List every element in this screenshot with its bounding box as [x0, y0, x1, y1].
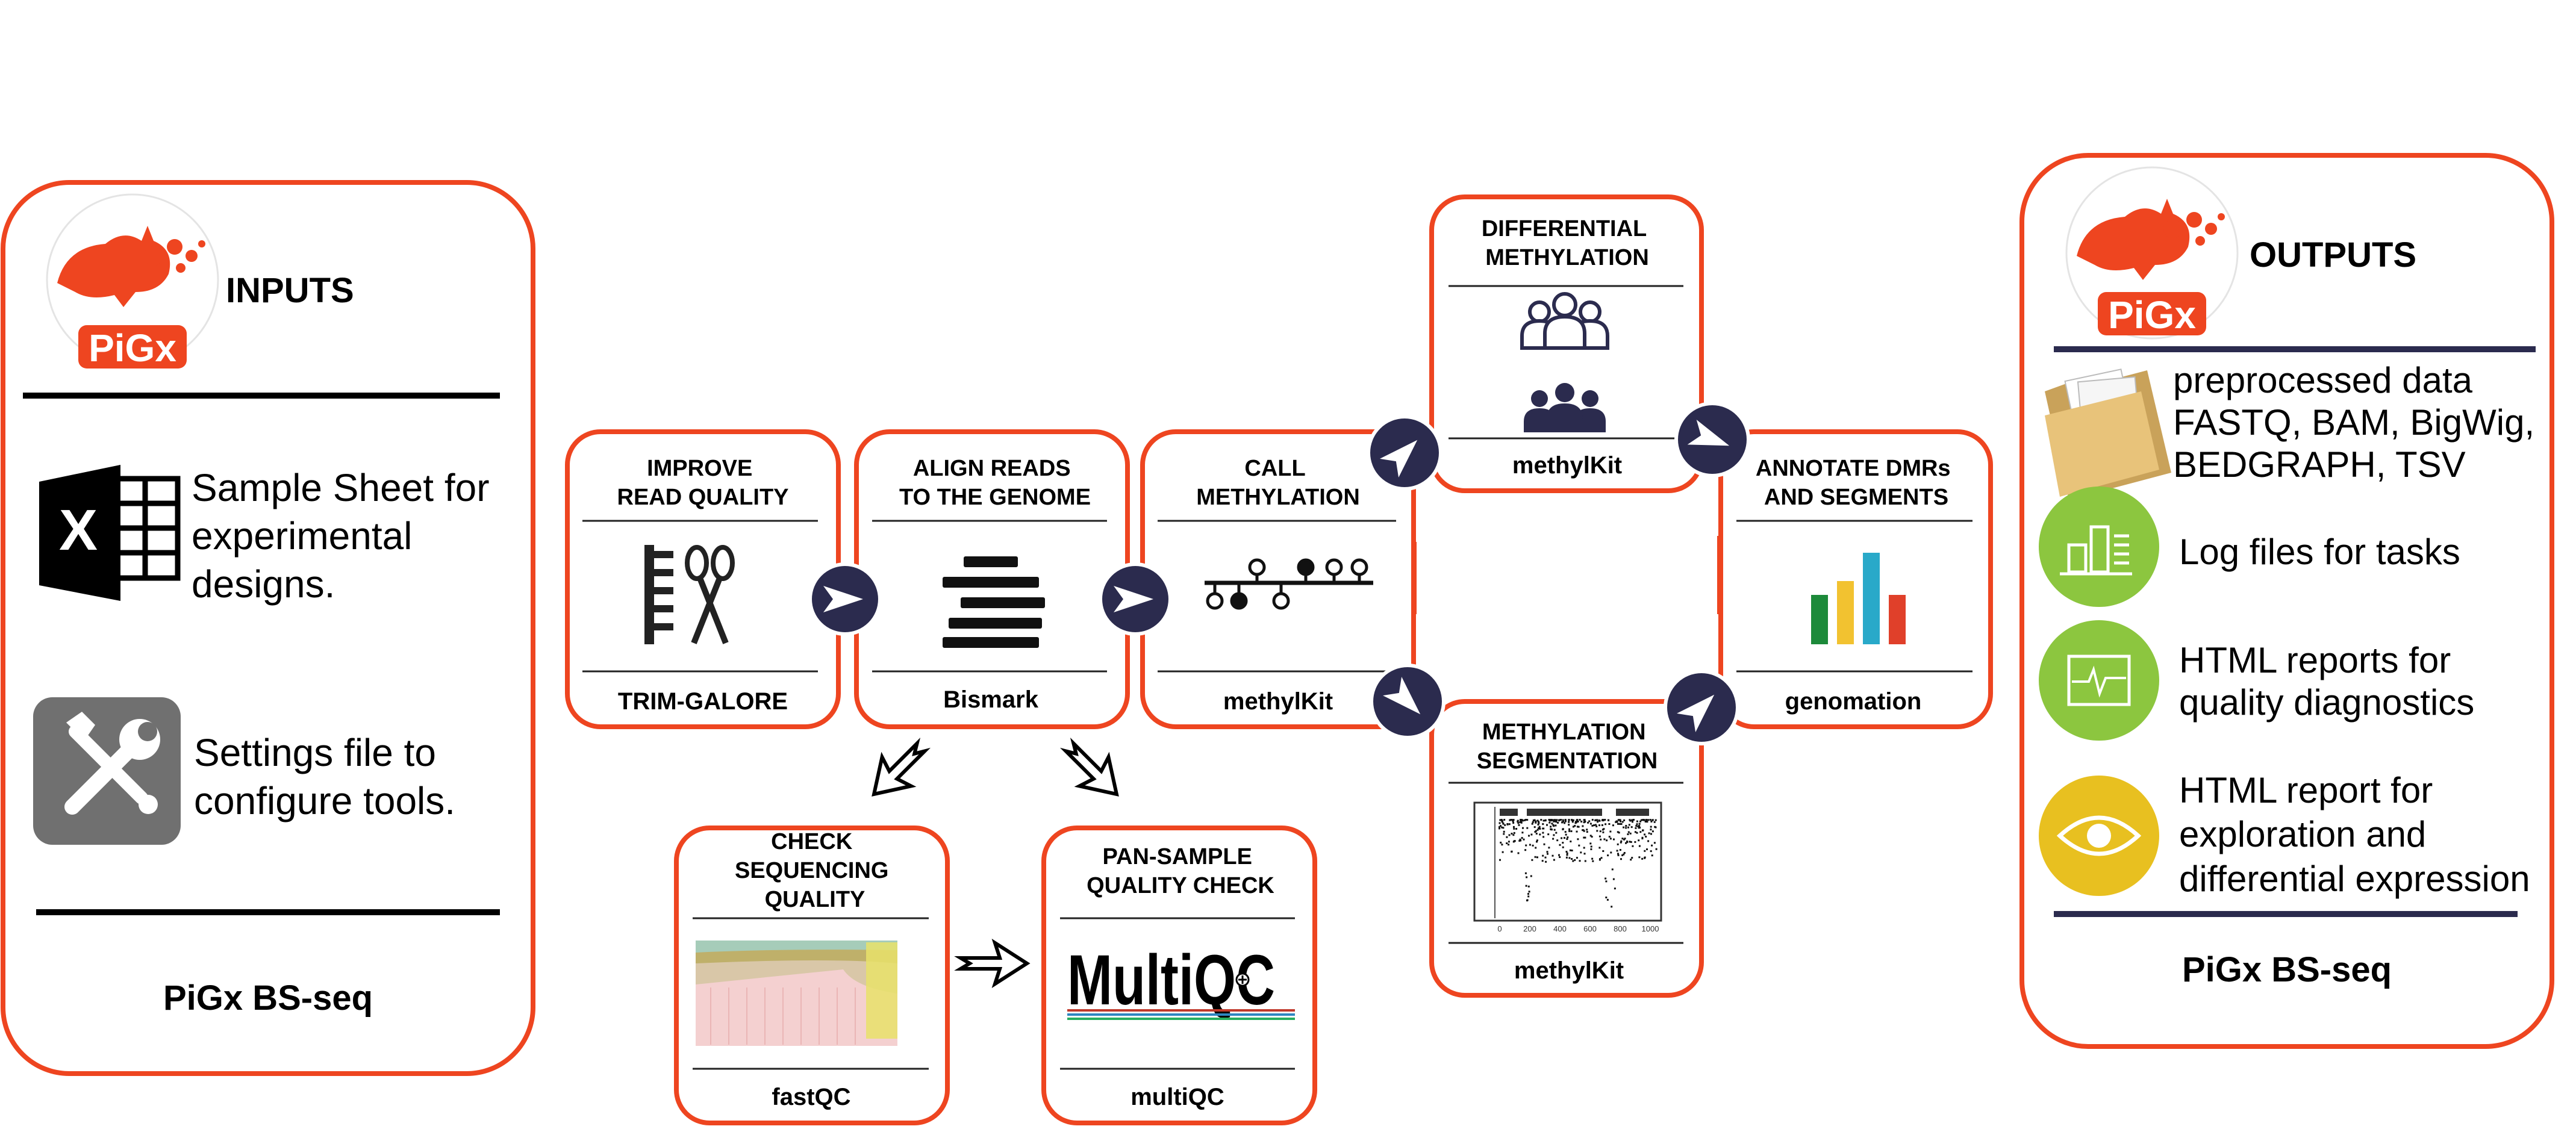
step-annotate-dmrs: ANNOTATE DMRs AND SEGMENTS genomation: [1718, 429, 1993, 729]
aligned-reads-icon: [943, 556, 1045, 648]
output-item-quality-reports: HTML reports for quality diagnostics: [2179, 638, 2474, 723]
segmentation-plot-icon: 0 200 400 600 800 1000: [1473, 801, 1662, 933]
step-title: CALL METHYLATION: [1196, 456, 1360, 510]
step-title: CHECK SEQUENCING QUALITY: [735, 829, 895, 912]
eye-icon: [2039, 776, 2159, 896]
groups-icon: [1520, 292, 1609, 432]
scissors-comb-icon: [644, 545, 735, 644]
svg-text:800: 800: [1614, 924, 1627, 933]
step-tool: Bismark: [943, 686, 1039, 713]
outputs-panel: PiGx OUTPUTS preprocessed data FASTQ, BA…: [2019, 153, 2554, 1049]
step-tool: TRIM-GALORE: [618, 688, 788, 715]
step-title: PAN-SAMPLE QUALITY CHECK: [1087, 844, 1274, 898]
outline-arrow-to-fastqc: [872, 737, 931, 797]
pigx-logo-inputs: PiGx: [46, 193, 219, 370]
output-item-preprocessed-data: preprocessed data FASTQ, BAM, BigWig, BE…: [2173, 358, 2545, 485]
flow-arrow-seg-to-annot: [1664, 670, 1739, 745]
output-item-log-files: Log files for tasks: [2179, 532, 2460, 572]
inputs-footer: PiGx BS-seq: [163, 978, 373, 1018]
methylation-lollipop-icon: [1205, 558, 1373, 610]
input-item-sample-sheet: Sample Sheet for experimental designs.: [192, 466, 500, 606]
step-tool: methylKit: [1223, 688, 1333, 715]
multiqc-logo: MultiQC: [1067, 941, 1295, 1020]
flow-arrow-call-to-diff: [1367, 415, 1442, 491]
step-tool: methylKit: [1512, 452, 1622, 479]
log-files-icon: [2039, 487, 2159, 607]
step-improve-read-quality: IMPROVE READ QUALITY TRIM-GALORE: [565, 429, 841, 729]
svg-text:X: X: [59, 498, 98, 562]
tools-icon: [33, 697, 181, 845]
quality-report-icon: [2039, 620, 2159, 741]
connectors: [1412, 536, 1722, 614]
step-align-reads: ALIGN READS TO THE GENOME Bismark: [854, 429, 1130, 729]
outline-arrow-to-multiqc: [1059, 737, 1119, 797]
step-call-methylation: CALL METHYLATION methylKit: [1140, 429, 1416, 729]
step-title: ALIGN READS TO THE GENOME: [899, 456, 1091, 510]
inputs-frame: [1, 180, 535, 1076]
outputs-footer: PiGx BS-seq: [2182, 950, 2392, 989]
svg-text:200: 200: [1523, 924, 1536, 933]
step-title: METHYLATION SEGMENTATION: [1477, 720, 1658, 774]
pigx-logo-outputs: PiGx: [2065, 166, 2239, 340]
step-differential-methylation: DIFFERENTIAL METHYLATION meth: [1429, 194, 1704, 493]
step-methylation-segmentation: METHYLATION SEGMENTATION 0 200 400 600 8…: [1429, 699, 1704, 998]
inputs-panel: PiGx INPUTS X Sample Sheet for experimen…: [1, 180, 535, 1076]
bar-chart-icon: [1811, 553, 1906, 644]
flow-arrow-call-to-seg: [1370, 664, 1445, 739]
svg-text:0: 0: [1497, 924, 1502, 933]
flow-arrow-align-to-call: [1099, 562, 1172, 636]
pigx-logo-text: PiGx: [2108, 293, 2196, 337]
output-item-exploration-report: HTML report for exploration and differen…: [2179, 768, 2530, 899]
step-tool: multiQC: [1131, 1084, 1224, 1110]
step-pan-sample-quality-check: PAN-SAMPLE QUALITY CHECK MultiQC multiQC: [1041, 826, 1317, 1125]
flow-arrow-trim-to-align: [808, 562, 882, 636]
svg-text:1000: 1000: [1642, 924, 1659, 933]
outputs-heading: OUTPUTS: [2250, 235, 2416, 275]
folder-icon: [2045, 368, 2171, 500]
step-title: ANNOTATE DMRs AND SEGMENTS: [1756, 456, 1957, 510]
step-tool: methylKit: [1514, 957, 1624, 984]
flow-arrow-diff-to-annot: [1674, 402, 1750, 477]
step-title: DIFFERENTIAL METHYLATION: [1482, 216, 1653, 270]
input-item-settings-file: Settings file to configure tools.: [194, 731, 455, 822]
svg-text:400: 400: [1553, 924, 1567, 933]
svg-text:600: 600: [1583, 924, 1597, 933]
step-title: IMPROVE READ QUALITY: [617, 456, 789, 510]
step-tool: genomation: [1785, 688, 1922, 715]
step-tool: fastQC: [772, 1084, 850, 1110]
fastqc-plot-icon: [696, 941, 897, 1046]
step-check-sequencing-quality: CHECK SEQUENCING QUALITY fast: [674, 826, 950, 1125]
outline-arrow-fastqc-to-multiqc: [954, 938, 1031, 989]
pigx-logo-text: PiGx: [89, 326, 176, 370]
spreadsheet-icon: X: [39, 465, 181, 601]
inputs-heading: INPUTS: [226, 271, 354, 310]
